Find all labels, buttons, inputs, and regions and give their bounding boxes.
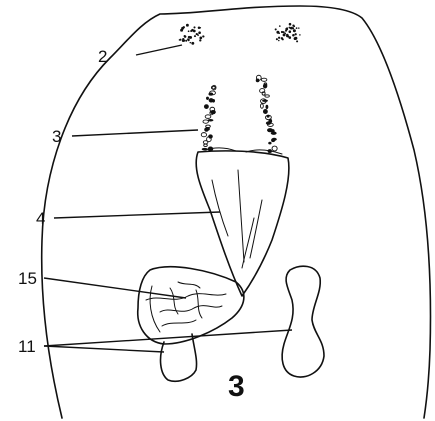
label-2: 2 <box>98 47 107 66</box>
granule <box>272 146 277 151</box>
stipple-dot <box>188 30 190 32</box>
label-4: 4 <box>36 209 45 228</box>
stipple-dot <box>190 42 192 44</box>
granule-row-right <box>256 75 277 153</box>
granule <box>203 141 208 144</box>
stipple-dot <box>298 27 299 28</box>
granule <box>212 99 215 103</box>
stipple-dot <box>275 28 277 30</box>
stipple-dot <box>192 43 194 45</box>
stipple-dot <box>289 30 292 33</box>
granule <box>205 127 210 131</box>
organ-15 <box>138 267 244 344</box>
stipple-dot <box>190 30 192 32</box>
stipple-dot <box>281 31 283 33</box>
stipple-dot <box>199 39 201 41</box>
label-15: 15 <box>18 269 37 288</box>
granule <box>204 144 208 147</box>
organ-11-left <box>161 334 197 381</box>
granule <box>271 138 275 142</box>
stipple-dot <box>197 35 199 37</box>
stipple-dot <box>278 37 280 39</box>
stipple-dot <box>198 31 201 34</box>
stipple-dot <box>278 40 280 42</box>
stipple-dot <box>289 36 292 39</box>
stipple-dot <box>185 40 187 42</box>
stipple-dot <box>278 32 280 34</box>
stipple-dot <box>285 28 288 31</box>
stipple-dot <box>279 25 281 27</box>
label-11: 11 <box>18 337 36 356</box>
stipple-dot <box>186 24 189 27</box>
leader-15 <box>44 278 186 298</box>
organ-11-right <box>282 266 324 377</box>
stipple-dot <box>276 38 278 40</box>
granule <box>265 95 269 97</box>
stipple-dot <box>179 39 181 41</box>
stipple-dot <box>283 34 285 36</box>
granule <box>265 105 268 109</box>
granule <box>262 99 268 101</box>
granule <box>260 104 263 109</box>
stipple-dot <box>188 36 191 39</box>
figure-number: 3 <box>228 370 245 403</box>
stipple-dot <box>289 23 292 26</box>
stipple-dot <box>184 36 186 38</box>
granule <box>208 93 213 96</box>
stipple-dot <box>295 33 297 35</box>
granule <box>263 109 268 114</box>
label-3: 3 <box>52 127 61 146</box>
granule <box>261 78 267 81</box>
stipple-dot <box>202 35 204 37</box>
stipple-dot <box>294 37 297 40</box>
granule <box>205 115 211 119</box>
granule <box>271 132 277 135</box>
stipple-dot <box>289 27 291 29</box>
granule <box>204 104 209 109</box>
stipple-dot <box>183 39 186 42</box>
stipple-dot <box>286 35 288 37</box>
stipple-dot <box>292 25 294 27</box>
stipple-dot <box>281 37 283 39</box>
eye-spot-left <box>179 24 205 45</box>
stipple-dot <box>299 34 301 36</box>
leader-2 <box>136 45 182 55</box>
granule <box>263 84 267 89</box>
stipple-dot <box>199 37 202 40</box>
granule <box>268 142 271 145</box>
granule <box>201 133 206 137</box>
stipple-dot <box>284 33 286 35</box>
leader-11a <box>44 346 164 352</box>
leader-3 <box>72 130 198 136</box>
stipple-dot <box>292 34 295 37</box>
leader-4 <box>54 212 220 218</box>
body-outline <box>42 6 431 418</box>
stipple-dot <box>293 29 296 32</box>
stipple-dot <box>180 29 183 32</box>
stipple-dot <box>296 27 298 29</box>
stipple-dot <box>183 26 185 28</box>
pharynx <box>196 148 289 296</box>
granule <box>256 78 260 82</box>
stipple-dot <box>296 40 298 42</box>
stipple-dot <box>188 39 190 41</box>
granule <box>203 120 208 123</box>
stipple-dot <box>194 35 196 37</box>
stipple-dot <box>198 26 201 29</box>
stipple-dot <box>193 26 195 28</box>
stipple-dot <box>292 27 294 29</box>
eye-spot-right <box>275 23 301 43</box>
granule-row-left <box>201 85 216 151</box>
granule <box>206 97 209 100</box>
